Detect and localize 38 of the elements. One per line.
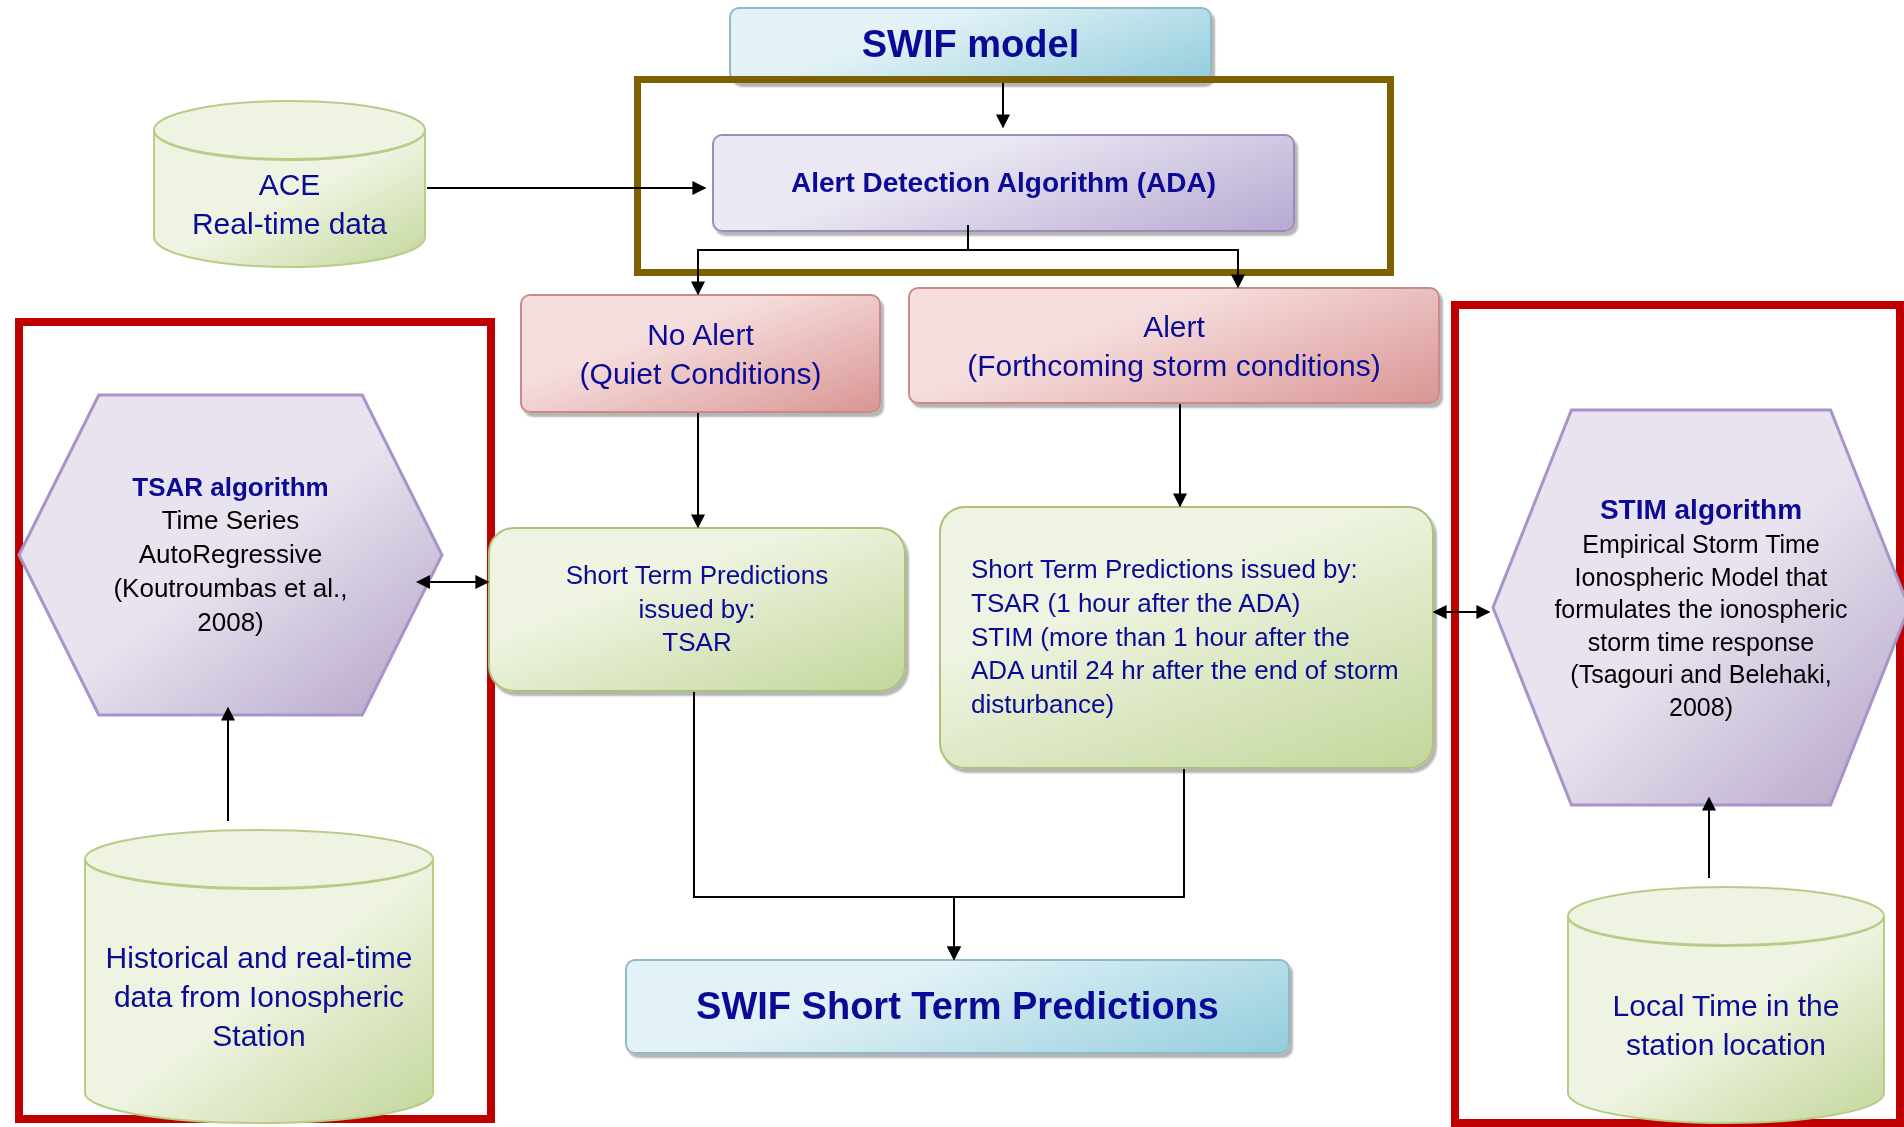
node-text: Time Series AutoRegressive (Koutroumbas et al., 2008) xyxy=(112,504,349,639)
result-box xyxy=(939,506,1434,769)
node-text: TSAR xyxy=(662,626,732,660)
heading-text: STIM algorithm xyxy=(1599,492,1803,527)
node-text: Historical and real-time data from Ionospheric Station xyxy=(104,939,414,1054)
node-text: Real-time data xyxy=(191,205,388,242)
arrow xyxy=(691,412,705,529)
node-text: ACE xyxy=(258,166,321,203)
arrow xyxy=(426,181,707,195)
node-text: STIM (more than 1 hour after the ADA until 24 hr after the end of storm disturbance) xyxy=(971,620,1400,722)
node-text: Short Term Predictions issued by: xyxy=(971,553,1358,586)
heading-text: TSAR algorithm xyxy=(132,470,329,504)
node-text: (Quiet Conditions) xyxy=(579,355,822,392)
arrow xyxy=(947,768,1185,961)
result-box xyxy=(488,527,906,692)
process-box xyxy=(712,134,1295,232)
status-box xyxy=(520,294,881,413)
node-text: TSAR (1 hour after the ADA) xyxy=(971,586,1301,620)
arrow xyxy=(1173,403,1187,508)
node-text: Alert Detection Algorithm (ADA) xyxy=(790,165,1217,200)
arrow xyxy=(1702,796,1716,879)
arrow xyxy=(1432,605,1491,619)
arrow xyxy=(996,82,1010,129)
frame xyxy=(15,318,495,1123)
node-text: Local Time in the station location xyxy=(1611,987,1841,1063)
node-text: SWIF Short Term Predictions xyxy=(696,983,1219,1029)
node-text: Short Term Predictions issued by: xyxy=(564,558,830,626)
frame xyxy=(1451,301,1904,1127)
node-text: No Alert xyxy=(647,316,754,353)
status-box xyxy=(908,287,1440,404)
arrow xyxy=(416,575,490,589)
node-text: Empirical Storm Time Ionospheric Model that formulates the ionospheric storm time response (Tsagouri and Belehaki, 2008) xyxy=(1553,529,1849,723)
frame xyxy=(634,76,1394,276)
arrow xyxy=(221,706,235,822)
title-box xyxy=(625,959,1290,1054)
node-text: SWIF model xyxy=(861,22,1080,68)
node-text: (Forthcoming storm conditions) xyxy=(967,347,1381,384)
node-text: Alert xyxy=(1143,308,1205,345)
